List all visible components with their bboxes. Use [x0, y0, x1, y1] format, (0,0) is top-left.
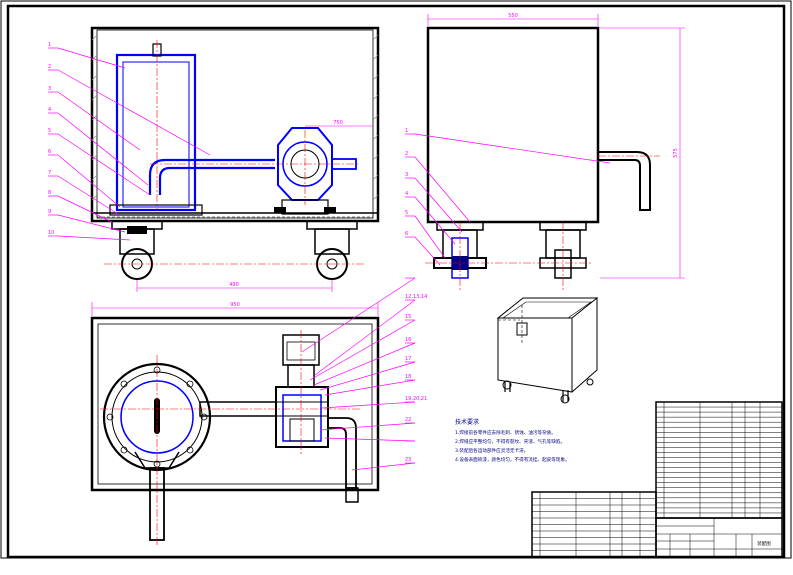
isometric-view [496, 297, 599, 404]
front-leader-3: 3 [48, 86, 51, 92]
top-leader-2: 15 [405, 314, 411, 320]
front-right-caster [306, 220, 358, 280]
front-leader-10: 10 [48, 230, 54, 236]
front-leader-7: 7 [48, 170, 51, 176]
front-leader-9: 9 [48, 209, 51, 215]
side-view: 550 575 1 2 3 4 5 6 [405, 13, 685, 290]
notes-title: 技术要求 [455, 418, 479, 426]
side-dim-height: 575 [673, 148, 679, 158]
front-leader-5: 5 [48, 128, 51, 134]
parts-list [655, 401, 783, 519]
front-dim-bottom: 490 [229, 282, 239, 288]
top-leader-3: 16 [405, 337, 411, 343]
side-dim-top: 550 [508, 13, 518, 19]
title-block: 装配图 [655, 517, 783, 558]
notes-line-3: 3.装配后各运动部件应灵活无卡滞。 [455, 447, 528, 454]
front-left-caster [111, 220, 163, 280]
top-leader-1: 12,13,14 [405, 294, 427, 300]
front-leader-8: 8 [48, 190, 51, 196]
notes-line-4: 4.设备表面喷漆，颜色均匀，不得有流挂、起皮等现象。 [455, 456, 570, 463]
notes-line-2: 2.焊缝应平整均匀，不得有裂纹、夹渣、气孔等缺陷。 [455, 438, 565, 445]
front-dim-width: 750 [333, 120, 343, 126]
side-leader-5: 5 [405, 210, 408, 216]
front-leader-1: 1 [48, 42, 51, 48]
notes-line-1: 1.焊接前各零件应去除毛刺、锈蚀、油污等杂质。 [455, 429, 556, 436]
parts-list-lower [531, 491, 657, 558]
side-leader-1: 1 [405, 128, 408, 134]
drawing-title: 装配图 [757, 540, 771, 547]
side-leader-2: 2 [405, 151, 408, 157]
top-leader-7: 22 [405, 417, 411, 423]
top-leader-4: 17 [405, 356, 411, 362]
drawing-frame [6, 4, 786, 559]
front-leader-6: 6 [48, 149, 51, 155]
top-leader-8: 23 [405, 457, 411, 463]
top-dim-width: 950 [230, 302, 240, 308]
top-leader-6: 19,20,21 [405, 396, 427, 402]
side-leader-4: 4 [405, 191, 408, 197]
front-leader-4: 4 [48, 107, 51, 113]
front-leader-2: 2 [48, 64, 51, 70]
front-view: 490 750 1 2 3 4 5 6 7 8 9 10 [48, 26, 380, 292]
technical-notes: 技术要求 1.焊接前各零件应去除毛刺、锈蚀、油污等杂质。 2.焊缝应平整均匀，不… [455, 418, 570, 463]
top-leader-5: 18 [405, 374, 411, 380]
side-leader-6: 6 [405, 231, 408, 237]
sheet-border [0, 0, 792, 559]
side-leader-3: 3 [405, 172, 408, 178]
top-view: 950 12,13,14 15 16 17 18 19,20,21 22 23 [90, 277, 427, 545]
